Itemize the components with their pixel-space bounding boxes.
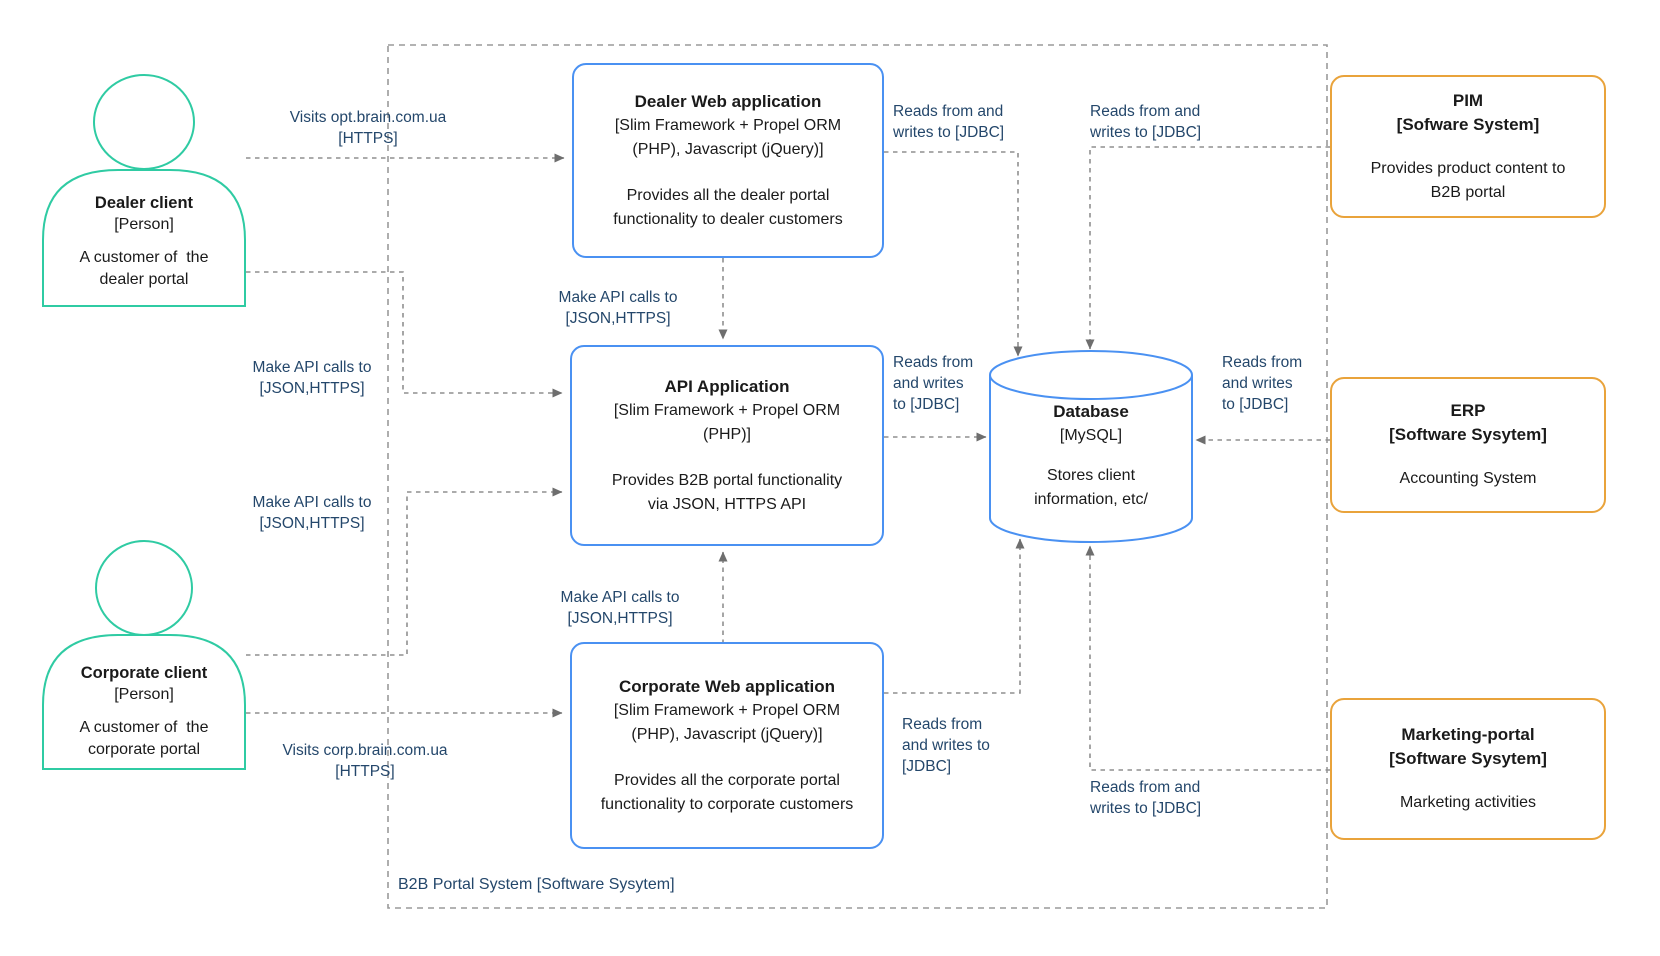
corporate-web-app-description: Provides all the corporate portal functi… — [600, 771, 854, 813]
database-title: Database — [1053, 402, 1129, 421]
database-label: Database [MySQL] Stores client informati… — [991, 400, 1191, 512]
dealer-client-description: A customer of the dealer portal — [79, 249, 209, 288]
system-boundary-frame — [387, 44, 1328, 909]
edge-label-rw-corporate-web-db: Reads from and writes to [JDBC] — [902, 716, 990, 775]
container-dealer-web-app: Dealer Web application [Slim Framework +… — [572, 63, 884, 258]
edge-label-visits-opt: Visits opt.brain.com.ua [HTTPS] — [289, 109, 447, 147]
edge-label-rw-pim-db: Reads from and writes to [JDBC] — [1090, 103, 1202, 141]
database-cylinder-body — [989, 375, 1193, 543]
database-cylinder-top — [989, 350, 1193, 400]
api-application-description: Provides B2B portal functionality via JS… — [611, 471, 843, 513]
external-system-marketing-portal: Marketing-portal [Software Sysytem] Mark… — [1330, 698, 1606, 840]
edge-label-rw-api-db: Reads from and writes to [JDBC] — [893, 354, 974, 413]
dealer-client-name: Dealer client — [94, 194, 194, 212]
container-corporate-web-app: Corporate Web application [Slim Framewor… — [570, 642, 884, 849]
edge-label-rw-dealer-web-db: Reads from and writes to [JDBC] — [893, 103, 1005, 141]
database-cylinder — [989, 350, 1193, 543]
corporate-client-body — [42, 634, 246, 770]
container-api-application: API Application [Slim Framework + Propel… — [570, 345, 884, 546]
dealer-client-label: Dealer client [Person] A customer of the… — [39, 192, 249, 291]
corporate-web-app-technology: [Slim Framework + Propel ORM (PHP), Java… — [613, 701, 841, 743]
database-description: Stores client information, etc/ — [1034, 467, 1148, 508]
edge-label-rw-erp-db: Reads from and writes to [JDBC] — [1222, 354, 1303, 413]
edge-label-api-calls-corporate-web: Make API calls to [JSON,HTTPS] — [560, 589, 680, 627]
corporate-client-description: A customer of the corporate portal — [79, 719, 209, 758]
edge-dealer-to-api — [246, 271, 563, 398]
edge-label-visits-corp: Visits corp.brain.com.ua [HTTPS] — [282, 742, 448, 780]
dealer-web-app-description: Provides all the dealer portal functiona… — [613, 186, 843, 228]
external-system-pim: PIM [Sofware System] Provides product co… — [1330, 75, 1606, 218]
dealer-web-app-title: Dealer Web application — [634, 91, 822, 111]
dealer-client-figure — [42, 74, 246, 307]
api-application-title: API Application — [664, 376, 790, 396]
edge-label-api-calls-corporate: Make API calls to [JSON,HTTPS] — [252, 494, 372, 532]
system-boundary-label: B2B Portal System [Software Sysytem] — [398, 876, 675, 893]
corporate-client-label: Corporate client [Person] A customer of … — [39, 662, 249, 761]
pim-title: PIM [Sofware System] — [1396, 90, 1540, 134]
marketing-portal-title: Marketing-portal [Software Sysytem] — [1389, 725, 1547, 768]
dealer-client-body — [42, 169, 246, 307]
dealer-web-app-technology: [Slim Framework + Propel ORM (PHP), Java… — [614, 116, 842, 158]
edge-label-rw-marketing-db: Reads from and writes to [JDBC] — [1090, 779, 1202, 817]
edge-marketing-to-database — [1085, 545, 1330, 771]
corporate-web-app-title: Corporate Web application — [619, 676, 835, 696]
dealer-client-type: [Person] — [114, 216, 174, 233]
corporate-client-figure — [42, 540, 246, 770]
pim-description: Provides product content to B2B portal — [1370, 159, 1566, 201]
corporate-client-name: Corporate client — [80, 664, 208, 682]
marketing-portal-description: Marketing activities — [1399, 794, 1537, 811]
edge-label-api-calls-dealer-web: Make API calls to [JSON,HTTPS] — [558, 289, 678, 327]
database-technology: [MySQL] — [1059, 427, 1123, 444]
corporate-client-type: [Person] — [114, 686, 174, 703]
erp-description: Accounting System — [1399, 470, 1537, 487]
edge-label-api-calls-dealer: Make API calls to [JSON,HTTPS] — [252, 359, 372, 397]
edge-dealer-web-to-database — [884, 151, 1023, 357]
edge-pim-to-database — [1085, 146, 1330, 350]
corporate-client-head — [95, 540, 193, 636]
erp-title: ERP [Software Sysytem] — [1389, 401, 1547, 444]
api-application-technology: [Slim Framework + Propel ORM (PHP)] — [613, 401, 841, 443]
external-system-erp: ERP [Software Sysytem] Accounting System — [1330, 377, 1606, 513]
dealer-client-head — [93, 74, 195, 170]
edge-corporate-web-to-database — [884, 538, 1025, 694]
